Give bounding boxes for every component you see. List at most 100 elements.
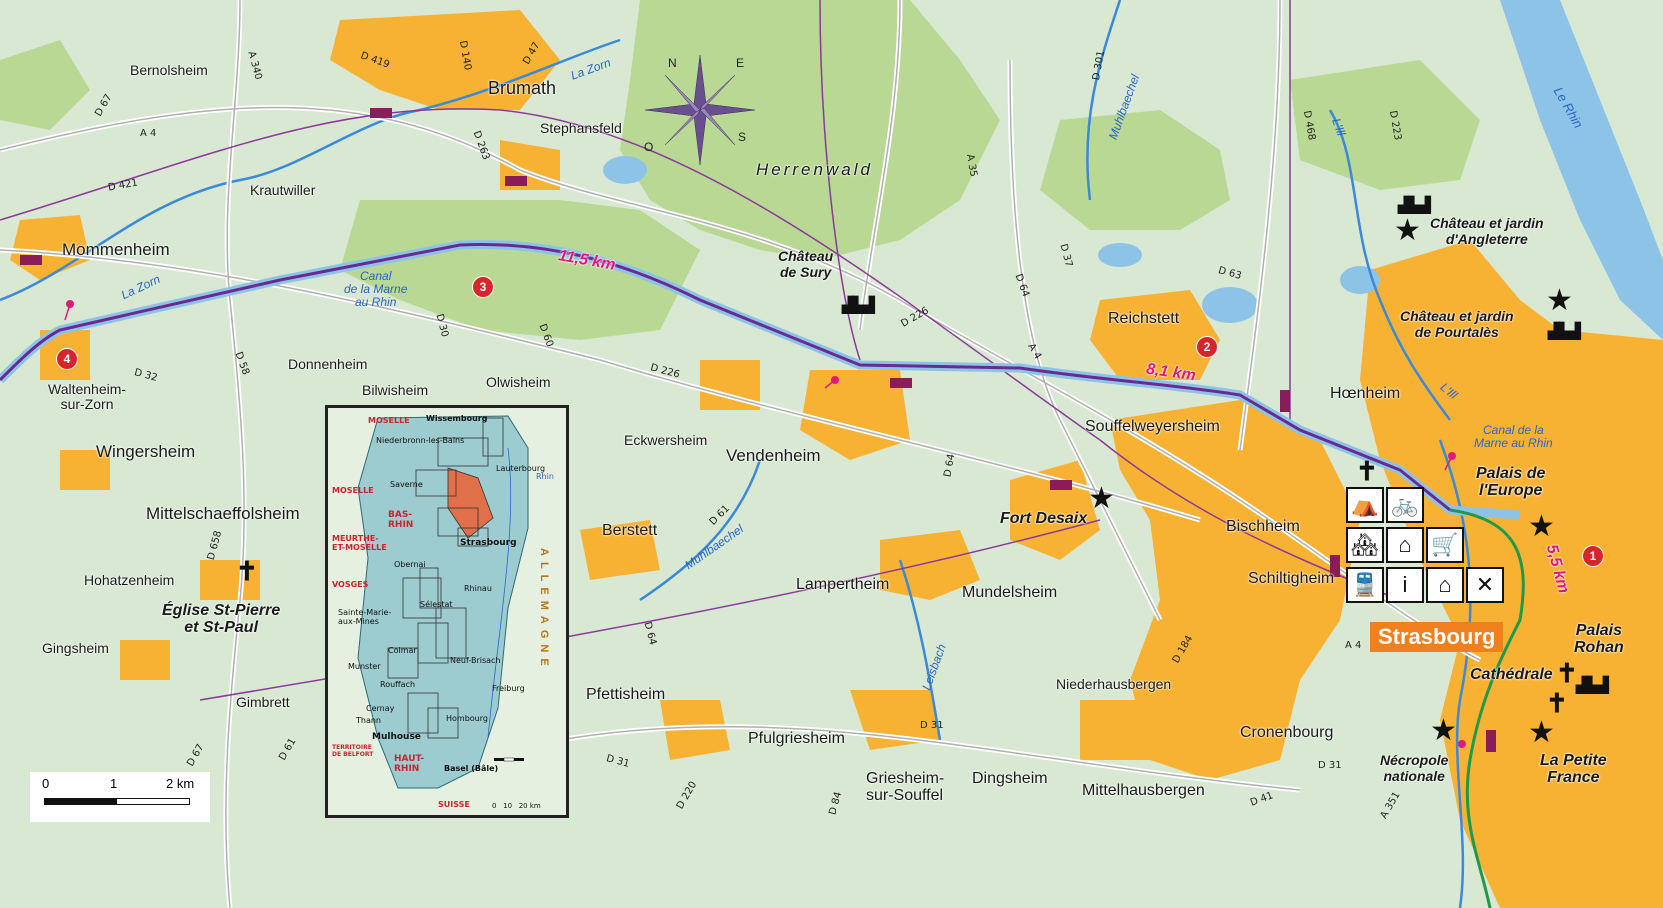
place-niederhausbergen: Niederhausbergen [1056, 676, 1172, 692]
star-icon: ★ [1528, 510, 1555, 543]
star-icon: ★ [1430, 714, 1457, 747]
inset-freiburg: Freiburg [492, 684, 525, 693]
inset-rhinau: Rhinau [464, 584, 492, 593]
place-gingsheim: Gingsheim [42, 640, 109, 656]
place-gimbrett: Gimbrett [236, 694, 290, 710]
waypoint-2[interactable]: 2 [1196, 336, 1218, 358]
star-icon: ★ [1394, 214, 1421, 247]
shopping-cart-icon[interactable]: 🛒 [1426, 527, 1464, 563]
inset-sainte-marie: Sainte-Marie- aux-Mines [338, 608, 392, 626]
scale-tick-2: 2 km [166, 776, 195, 791]
place-chateau-angleterre: Château et jardin d'Angleterre [1430, 215, 1544, 247]
inset-thann: Thann [356, 716, 381, 725]
place-reichstett: Reichstett [1108, 310, 1180, 327]
inset-basel: Basel (Bâle) [444, 764, 499, 773]
compass-o: O [644, 140, 654, 154]
church-icon: ✝ [1556, 658, 1578, 688]
place-waltenheim: Waltenheim- sur-Zorn [48, 381, 127, 412]
inset-selestat: Sélestat [420, 600, 453, 609]
place-mommenheim: Mommenheim [62, 240, 170, 259]
scale-segment-black [44, 798, 116, 805]
inset-moselle-1: MOSELLE [368, 416, 410, 425]
place-mittelhausbergen: Mittelhausbergen [1082, 782, 1205, 799]
inset-haut-rhin: HAUT- RHIN [394, 754, 425, 774]
camping-icon[interactable]: ⛺ [1346, 487, 1384, 523]
waypoint-label: 2 [1203, 340, 1211, 354]
road-label: D 31 [920, 720, 944, 731]
compass-s: S [738, 130, 747, 144]
inset-moselle-2: MOSELLE [332, 486, 374, 495]
inset-scale: 0 10 20 km [492, 802, 541, 810]
waypoint-3[interactable]: 3 [472, 276, 494, 298]
place-eckwersheim: Eckwersheim [624, 432, 708, 448]
inset-territoire: TERRITOIRE DE BELFORT [332, 744, 374, 758]
place-cathedrale: Cathédrale [1470, 666, 1553, 683]
road-label: D 31 [1318, 760, 1342, 771]
house-icon[interactable]: ⌂ [1386, 527, 1424, 563]
inset-vosges: VOSGES [332, 580, 369, 589]
inset-map-graphic [328, 408, 566, 815]
place-bilwisheim: Bilwisheim [362, 382, 429, 398]
place-bischheim: Bischheim [1226, 518, 1300, 535]
lodging-icon[interactable]: 🏘 [1346, 527, 1384, 563]
inset-mulhouse: Mulhouse [372, 732, 421, 742]
inset-obernai: Obernai [394, 560, 426, 569]
place-stephansfeld: Stephansfeld [540, 120, 622, 136]
place-petite-france: La Petite France [1540, 752, 1607, 786]
info-icon[interactable]: i [1386, 567, 1424, 603]
place-palais-rohan: Palais Rohan [1574, 622, 1624, 656]
compass-rose: N E S O [640, 50, 760, 170]
bicycle-icon[interactable]: 🚲 [1386, 487, 1424, 523]
place-berstett: Berstett [602, 522, 658, 539]
strasbourg-services: ⛺🚲 🏘⌂🛒 🚆i⌂✕ [1346, 487, 1514, 607]
inset-strasbourg: Strasbourg [460, 538, 517, 548]
inset-hombourg: Hombourg [446, 714, 488, 723]
place-mundelsheim: Mundelsheim [962, 584, 1058, 601]
market-icon[interactable]: ⌂ [1426, 567, 1464, 603]
inset-rhin: Rhin [536, 472, 554, 481]
place-griesheim: Griesheim- sur-Souffel [866, 770, 945, 804]
place-hoenheim: Hœnheim [1330, 385, 1401, 402]
inset-niederbronn: Niederbronn-les-Bains [376, 436, 465, 445]
inset-rouffach: Rouffach [380, 680, 416, 689]
inset-locator-map: Wissembourg Niederbronn-les-Bains Lauter… [325, 405, 569, 818]
castle-icon: ▟▙▟ [842, 297, 875, 314]
place-fort-desaix: Fort Desaix [1000, 510, 1088, 527]
star-icon: ★ [1088, 482, 1115, 515]
place-brumath: Brumath [488, 78, 557, 98]
inset-munster: Munster [348, 662, 381, 671]
castle-icon: ▟▙▟ [1576, 677, 1609, 694]
inset-cernay: Cernay [366, 704, 395, 713]
compass-icon [644, 54, 756, 166]
train-icon[interactable]: 🚆 [1346, 567, 1384, 603]
place-hohatzenheim: Hohatzenheim [84, 572, 175, 588]
place-vendenheim: Vendenheim [726, 446, 821, 465]
scale-bar: 0 1 2 km [30, 772, 210, 822]
place-chateau-pourtales: Château et jardin de Pourtalès [1400, 308, 1514, 340]
castle-icon: ▟▙▟ [1548, 323, 1581, 340]
star-icon: ★ [1546, 284, 1573, 317]
inset-bas-rhin: BAS- RHIN [388, 510, 414, 530]
place-chateau-sury: Château de Sury [778, 248, 834, 280]
waypoint-4[interactable]: 4 [56, 348, 78, 370]
castle-icon: ▟▙▟ [1398, 197, 1431, 214]
place-palais-europe: Palais de l'Europe [1476, 465, 1546, 499]
place-schiltigheim: Schiltigheim [1248, 570, 1335, 587]
inset-allemagne: ALLEMAGNE [538, 548, 550, 672]
inset-neuf-brisach: Neuf-Brisach [450, 656, 501, 665]
scale-tick-1: 1 [110, 776, 118, 791]
place-pfulgriesheim: Pfulgriesheim [748, 730, 845, 747]
waypoint-1[interactable]: 1 [1582, 545, 1604, 567]
road-label: A 4 [140, 128, 157, 139]
place-souffelweyersheim: Souffelweyersheim [1085, 418, 1220, 435]
inset-lauterbourg: Lauterbourg [496, 464, 546, 473]
scale-segment-white [116, 798, 190, 805]
place-krautwiller: Krautwiller [250, 182, 316, 198]
waypoint-label: 1 [1589, 549, 1597, 563]
inset-meurthe: MEURTHE- ET-MOSELLE [332, 534, 387, 552]
restaurant-icon[interactable]: ✕ [1466, 567, 1504, 603]
place-necropole: Nécropole nationale [1380, 752, 1449, 784]
church-icon: ✝ [1546, 688, 1568, 718]
